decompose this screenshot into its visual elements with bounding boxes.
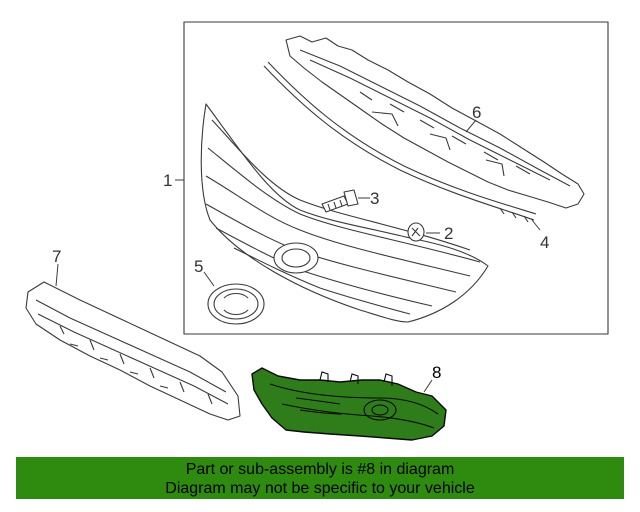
banner-line-1: Part or sub-assembly is #8 in diagram: [185, 461, 455, 478]
assembly-frame: [183, 21, 609, 335]
leader-6: [465, 119, 477, 133]
leader-8: [423, 379, 433, 393]
part-3-bolt[interactable]: [321, 189, 359, 213]
callout-7: 7: [52, 247, 61, 266]
part-5-emblem[interactable]: [207, 283, 265, 325]
callout-5: 5: [194, 257, 203, 276]
callout-1: 1: [163, 171, 172, 190]
part-8-fog-lamp-bezel[interactable]: [251, 367, 447, 441]
parts-diagram: 1 2 3 4 5 6 7 8: [25, 21, 609, 441]
part-7-lower-grille[interactable]: [25, 281, 241, 421]
part-4-molding[interactable]: [263, 61, 537, 223]
callout-6: 6: [472, 103, 481, 122]
leader-4: [531, 219, 541, 231]
callout-2: 2: [444, 224, 453, 243]
callout-3: 3: [370, 189, 379, 208]
leader-5: [203, 271, 215, 287]
banner-line-2: Diagram may not be specific to your vehi…: [165, 480, 475, 497]
leader-7: [55, 263, 59, 287]
callout-8: 8: [432, 363, 441, 382]
part-1-grille-assembly[interactable]: [200, 103, 489, 323]
part-6-upper-panel[interactable]: [285, 35, 585, 209]
info-banner: Part or sub-assembly is #8 in diagram Di…: [16, 457, 624, 499]
callout-4: 4: [540, 233, 549, 252]
part-2-clip[interactable]: [407, 222, 425, 242]
